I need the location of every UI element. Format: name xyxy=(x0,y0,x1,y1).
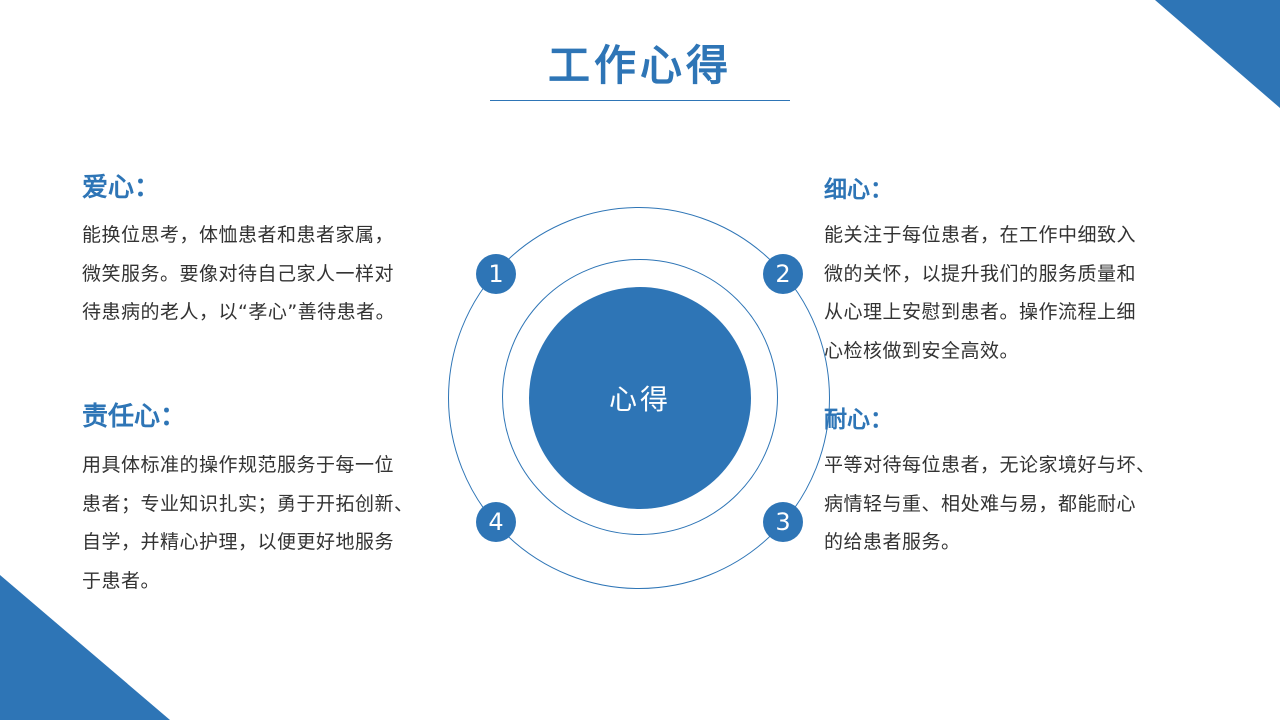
heading-love: 爱心： xyxy=(82,173,161,203)
inner-ring xyxy=(502,259,778,535)
heading-careful: 细心： xyxy=(824,176,893,203)
title-underline xyxy=(490,100,790,101)
number-badge-1: 1 xyxy=(476,254,516,294)
text-line: 自学，并精心护理，以便更好地服务 xyxy=(82,531,395,553)
text-line: 从心理上安慰到患者。操作流程上细 xyxy=(824,301,1137,323)
corner-decoration-top-right xyxy=(1155,0,1280,108)
text-line: 微的关怀，以提升我们的服务质量和 xyxy=(824,262,1137,285)
text-line: 待患病的老人，以“孝心”善待患者。 xyxy=(82,301,396,323)
text-responsibility: 用具体标准的操作规范服务于每一位 患者；专业知识扎实；勇于开拓创新、 自学，并精… xyxy=(82,446,438,600)
number-badge-3: 3 xyxy=(763,502,803,542)
outer-ring xyxy=(448,207,830,589)
number-badge-4: 4 xyxy=(476,502,516,542)
text-line: 能关注于每位患者，在工作中细致入 xyxy=(824,224,1137,246)
slide-title: 工作心得 xyxy=(547,41,732,90)
text-line: 病情轻与重、相处难与易，都能耐心 xyxy=(824,492,1137,515)
text-patience: 平等对待每位患者，无论家境好与坏、 病情轻与重、相处难与易，都能耐心 的给患者服… xyxy=(824,446,1180,562)
text-line: 微笑服务。要像对待自己家人一样对 xyxy=(82,262,395,285)
corner-decoration-bottom-left xyxy=(0,575,170,720)
text-line: 平等对待每位患者，无论家境好与坏、 xyxy=(824,454,1156,476)
center-diagram: 心得 1 2 3 4 xyxy=(440,200,840,600)
number-badge-2: 2 xyxy=(763,254,803,294)
text-line: 心检核做到安全高效。 xyxy=(824,339,1020,362)
center-label: 心得 xyxy=(608,383,671,416)
text-line: 用具体标准的操作规范服务于每一位 xyxy=(82,454,395,476)
text-careful: 能关注于每位患者，在工作中细致入 微的关怀，以提升我们的服务质量和 从心理上安慰… xyxy=(824,216,1180,370)
text-line: 于患者。 xyxy=(82,569,161,592)
text-love: 能换位思考，体恤患者和患者家属， 微笑服务。要像对待自己家人一样对 待患病的老人… xyxy=(82,216,438,332)
heading-patience: 耐心： xyxy=(824,406,893,433)
heading-responsibility: 责任心： xyxy=(82,402,187,432)
text-line: 能换位思考，体恤患者和患者家属， xyxy=(82,224,395,246)
text-line: 患者；专业知识扎实；勇于开拓创新、 xyxy=(82,492,414,515)
center-circle: 心得 xyxy=(529,287,751,509)
text-line: 的给患者服务。 xyxy=(824,531,961,553)
